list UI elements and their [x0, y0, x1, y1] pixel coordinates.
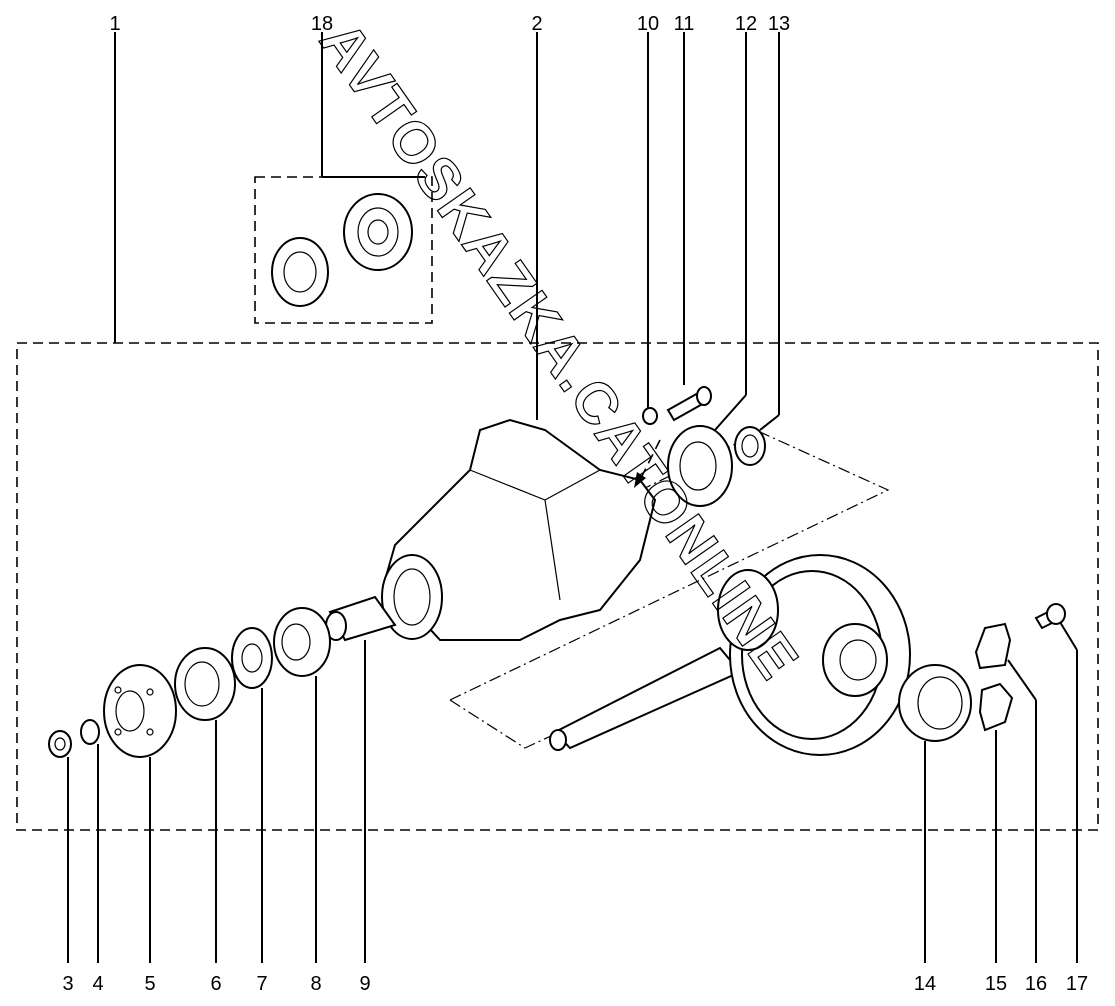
callout-4: 4	[92, 973, 103, 995]
callout-7: 7	[256, 973, 267, 995]
callout-14: 14	[914, 973, 936, 995]
callout-6: 6	[210, 973, 221, 995]
part-9-sleeve	[325, 595, 397, 642]
callout-15: 15	[985, 973, 1007, 995]
part-12-bearing	[667, 425, 733, 507]
part-5-flange	[103, 664, 177, 758]
part-10-nut	[642, 407, 658, 425]
pinion-shaft-and-ring-gear	[549, 554, 911, 756]
part-13-shim	[734, 426, 766, 466]
part-17-screw	[1034, 603, 1066, 630]
callout-11: 11	[674, 13, 695, 35]
callout-16: 16	[1025, 973, 1047, 995]
part-11-bolt	[666, 386, 712, 422]
part-6-seal	[174, 647, 236, 721]
callout-1: 1	[109, 13, 120, 35]
callout-9: 9	[359, 973, 370, 995]
part-14-adjusting-ring	[898, 664, 972, 742]
callout-labels: 1 2 3 4 5 6 7 8 9 10 11 12 13 14 15 16 1…	[62, 13, 1088, 995]
callout-5: 5	[144, 973, 155, 995]
part-18-bearings	[271, 193, 413, 307]
assembly-arrow	[639, 439, 661, 481]
callout-2: 2	[531, 13, 542, 35]
callout-8: 8	[310, 973, 321, 995]
part-3-nut	[48, 730, 72, 758]
callout-12: 12	[735, 13, 757, 35]
part-4-washer	[80, 719, 100, 745]
part-15-lock-plate	[978, 682, 1014, 732]
part-2-housing	[381, 418, 657, 641]
callout-3: 3	[62, 973, 73, 995]
callout-13: 13	[768, 13, 790, 35]
callout-17: 17	[1066, 973, 1088, 995]
leader-lines	[67, 32, 1078, 963]
callout-18: 18	[311, 13, 333, 35]
part-16-lock-plate	[974, 622, 1012, 670]
part-7-washer	[231, 627, 273, 689]
part-8-bearing	[273, 607, 331, 677]
callout-10: 10	[637, 13, 659, 35]
assembly-arrow-head	[634, 472, 646, 488]
